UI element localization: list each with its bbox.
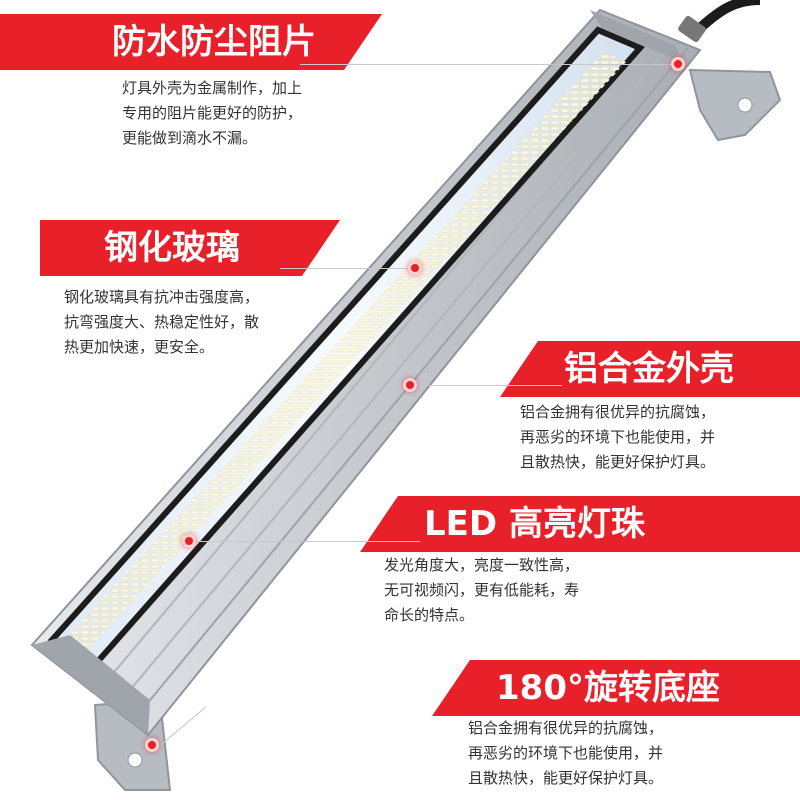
desc-line: 热更加快速，更安全。 [64, 338, 215, 356]
desc-line: 再恶劣的环境下也能使用，并 [520, 428, 716, 446]
top-end-cap [590, 10, 682, 62]
feature-desc-waterproof: 灯具外壳为金属制作，加上 专用的阻片能更好的防护， 更能做到滴水不漏。 [122, 76, 392, 151]
marker-dot-led-beads [182, 534, 196, 548]
power-cable [696, 0, 761, 32]
marker-dot-aluminum-housing [403, 378, 417, 392]
top-mounting-bracket [688, 68, 782, 142]
desc-line: 专用的阻片能更好的防护， [122, 104, 303, 122]
feature-desc-led-beads: 发光角度大，亮度一致性高， 无可视频闪，更有低能耗，寿 命长的特点。 [384, 553, 654, 628]
desc-line: 发光角度大，亮度一致性高， [384, 556, 580, 574]
led-strip [68, 52, 626, 650]
desc-line: 抗弯强度大、热稳定性好，散 [64, 313, 260, 331]
desc-line: 再恶劣的环境下也能使用，并 [468, 744, 664, 762]
feature-banner-led-beads: LED 高亮灯珠 [360, 496, 800, 552]
marker-dot-tempered-glass [408, 261, 422, 275]
cable-gland [678, 15, 706, 43]
desc-line: 无可视频闪，更有低能耗，寿 [384, 581, 580, 599]
desc-line: 且散热快，能更好保护灯具。 [520, 453, 716, 471]
feature-desc-aluminum-housing: 铝合金拥有很优异的抗腐蚀， 再恶劣的环境下也能使用，并 且散热快，能更好保护灯具… [520, 400, 790, 475]
desc-line: 铝合金拥有很优异的抗腐蚀， [520, 403, 716, 421]
desc-line: 钢化玻璃具有抗冲击强度高， [64, 288, 260, 306]
feature-banner-rotating-base: 180°旋转底座 [432, 660, 800, 716]
feature-banner-aluminum-housing: 铝合金外壳 [500, 341, 800, 397]
desc-line: 命长的特点。 [384, 606, 475, 624]
leader-line-led-beads [190, 541, 420, 542]
marker-dot-rotating-base [145, 738, 159, 752]
desc-line: 且散热快，能更好保护灯具。 [468, 769, 664, 787]
desc-line: 灯具外壳为金属制作，加上 [122, 79, 303, 97]
marker-dot-waterproof [671, 57, 685, 71]
feature-banner-tempered-glass: 钢化玻璃 [40, 220, 340, 276]
leader-line-waterproof [300, 64, 678, 65]
feature-banner-waterproof: 防水防尘阻片 [0, 14, 382, 70]
desc-line: 铝合金拥有很优异的抗腐蚀， [468, 719, 664, 737]
bottom-end-cap [32, 635, 150, 735]
leader-line-tempered-glass [280, 268, 414, 269]
feature-desc-tempered-glass: 钢化玻璃具有抗冲击强度高， 抗弯强度大、热稳定性好，散 热更加快速，更安全。 [64, 285, 334, 360]
desc-line: 更能做到滴水不漏。 [122, 129, 258, 147]
feature-desc-rotating-base: 铝合金拥有很优异的抗腐蚀， 再恶劣的环境下也能使用，并 且散热快，能更好保护灯具… [468, 716, 738, 791]
leader-line-aluminum-housing [412, 385, 562, 386]
